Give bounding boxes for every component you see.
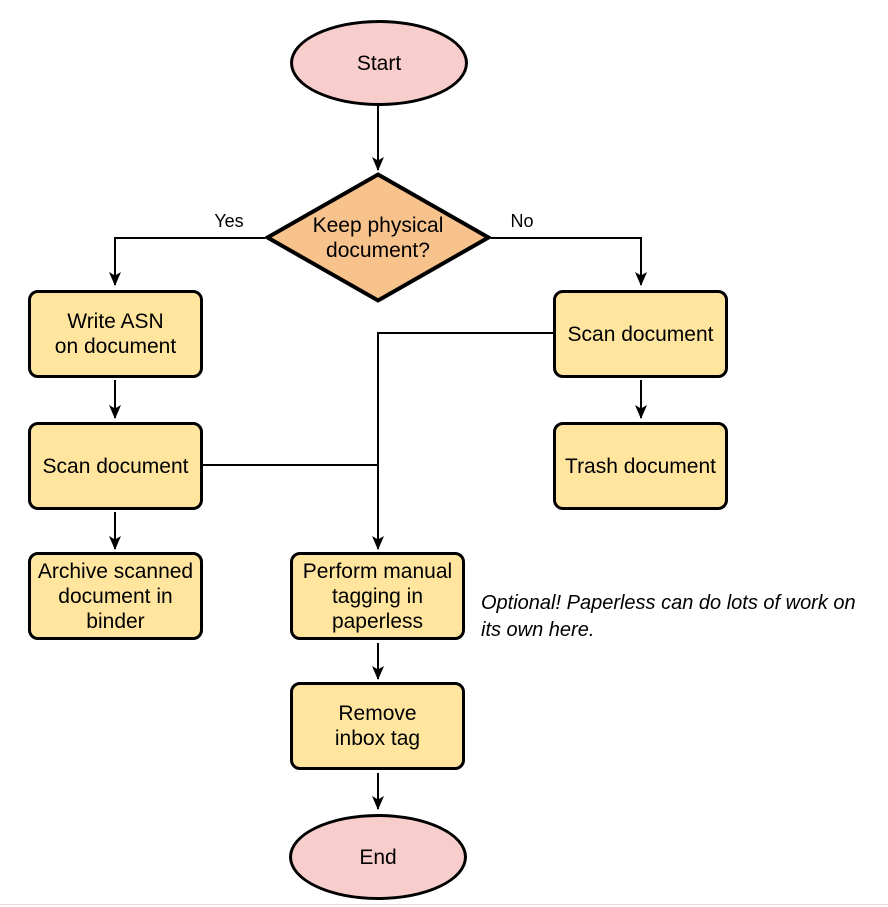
node-scan-document-left: Scan document [28, 422, 203, 510]
edge-scan-right-to-tagging [372, 332, 553, 550]
node-manual-tagging: Perform manual tagging in paperless [290, 552, 465, 640]
node-start-label: Start [356, 51, 402, 75]
edge-decision-no-to-scan-right [491, 237, 647, 286]
node-decision: Keep physical document? [265, 172, 491, 303]
diamond-shape-icon [265, 172, 491, 303]
node-archive-document-label: Archive scanned document in binder [37, 559, 194, 633]
node-write-asn: Write ASN on document [28, 290, 203, 378]
node-end-label: End [359, 845, 397, 869]
bottom-separator [0, 904, 888, 905]
node-trash-document: Trash document [553, 422, 728, 510]
node-start: Start [290, 20, 468, 106]
node-manual-tagging-label: Perform manual tagging in paperless [302, 559, 453, 633]
node-trash-document-label: Trash document [565, 454, 716, 478]
edge-label-yes: Yes [214, 211, 244, 231]
edge-decision-yes-to-write-asn [109, 237, 265, 286]
node-scan-document-left-label: Scan document [42, 454, 189, 478]
node-decision-label: Keep physical document? [312, 213, 444, 262]
node-scan-document-right: Scan document [553, 290, 728, 378]
annotation-optional-note: Optional! Paperless can do lots of work … [481, 592, 856, 641]
node-write-asn-label: Write ASN on document [54, 310, 177, 358]
node-remove-inbox-tag-label: Remove inbox tag [334, 702, 421, 750]
node-end: End [289, 814, 467, 900]
node-scan-document-right-label: Scan document [567, 322, 714, 346]
node-archive-document: Archive scanned document in binder [28, 552, 203, 640]
edge-label-no: No [510, 211, 534, 231]
node-remove-inbox-tag: Remove inbox tag [290, 682, 465, 770]
